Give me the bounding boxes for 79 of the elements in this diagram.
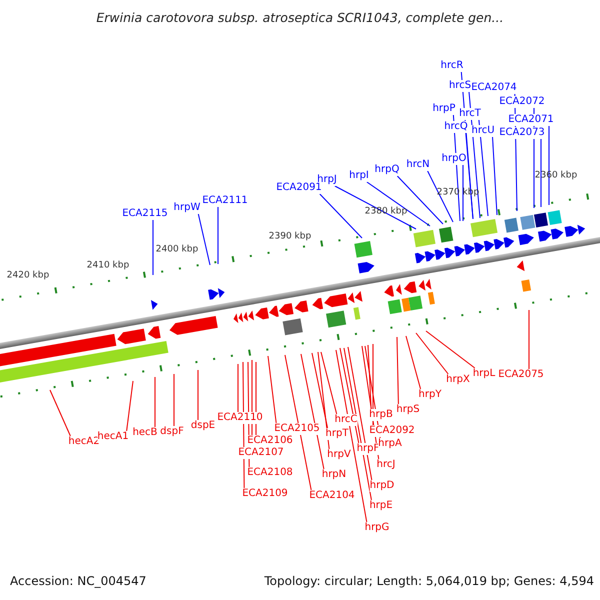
leader-line [465,132,474,220]
leader-line [336,350,368,522]
gene-label: ECA2071 [508,114,554,126]
gene-label: hrpW [174,202,200,214]
scale-label: 2420 kbp [6,270,50,282]
gene-label: ECA2072 [499,96,545,108]
leader-line [126,380,134,432]
gene-label: hrcQ [444,121,468,133]
leader-line [540,138,542,208]
leader-line [50,390,71,436]
leader-line [426,330,476,368]
gene-label: hrpQ [374,164,400,176]
scale-label: 2390 kbp [268,232,312,242]
leader-line [152,220,154,276]
leader-line [416,332,449,374]
gene-label: hrpX [446,374,470,386]
gene-label: hrpT [326,428,348,440]
gene-label: hrpY [418,389,442,401]
gene-label: dspE [190,420,216,432]
gene-label: hrpN [322,469,346,481]
gene-label: hrcS [448,80,472,92]
gene-label: hrpS [396,404,420,416]
gene-label: ECA2107 [238,447,284,459]
leader-line [154,376,156,428]
gene-label: ECA2073 [499,127,545,139]
gene-label: hrpA [378,438,402,450]
leader-line [366,182,430,226]
gene-label: ECA2110 [217,412,263,424]
gene-label: dspF [160,426,184,438]
leader-line [362,346,380,460]
leader-line [340,348,360,444]
leader-line [372,344,374,426]
gene-label: hrpV [327,449,351,461]
gene-label: hrpG [364,522,390,534]
title: Erwinia carotovora subsp. atroseptica SCRI1043, complete gen... [95,10,505,25]
accession-label: Accession: NC_004547 [10,574,146,588]
gene-label: ECA2092 [369,425,415,437]
leader-line [427,170,454,222]
gene-label: hrpF [356,443,380,455]
gene-label: hrcU [471,125,495,137]
gene-label: hrpD [370,480,394,492]
gene-label: hecA1 [97,431,129,443]
leader-line [462,164,464,222]
leader-line [492,136,498,216]
gene-label: hrpB [369,409,393,421]
leader-line [396,336,399,404]
leader-line [300,354,324,470]
leader-line [268,356,277,424]
leader-line [334,186,416,230]
scale-label: 2410 kbp [86,260,130,272]
leader-line [198,214,210,266]
leader-line [406,336,422,390]
gene-label: hrpE [369,500,393,512]
gene-label: hrpO [442,153,466,165]
gene-label: ECA2105 [274,423,320,435]
leader-line [528,310,530,370]
leader-line [318,352,330,450]
leader-line [319,194,362,238]
leader-line [312,352,328,428]
leader-line [284,354,312,490]
leader-line [396,176,444,224]
gene-label: hrcN [406,159,430,171]
leader-line [348,346,372,480]
gene-label: hrpI [349,170,369,182]
gene-label: hrcC [334,414,358,426]
scale-label: 2400 kbp [156,244,198,256]
gene-label: ECA2091 [276,182,322,194]
leader-line [452,114,460,222]
leader-line [548,126,550,206]
leader-line [468,92,480,218]
gene-label: hrcJ [376,459,396,471]
leader-line [320,352,338,414]
leader-line [478,120,488,216]
gene-label: hrpL [472,368,496,380]
gene-label: hrpP [432,103,456,115]
leader-line [344,348,372,500]
gene-label: hrcT [459,108,481,120]
genome-info-label: Topology: circular; Length: 5,064,019 bp; Genes: 4,594 [264,574,594,588]
gene-label: ECA2106 [247,435,293,447]
